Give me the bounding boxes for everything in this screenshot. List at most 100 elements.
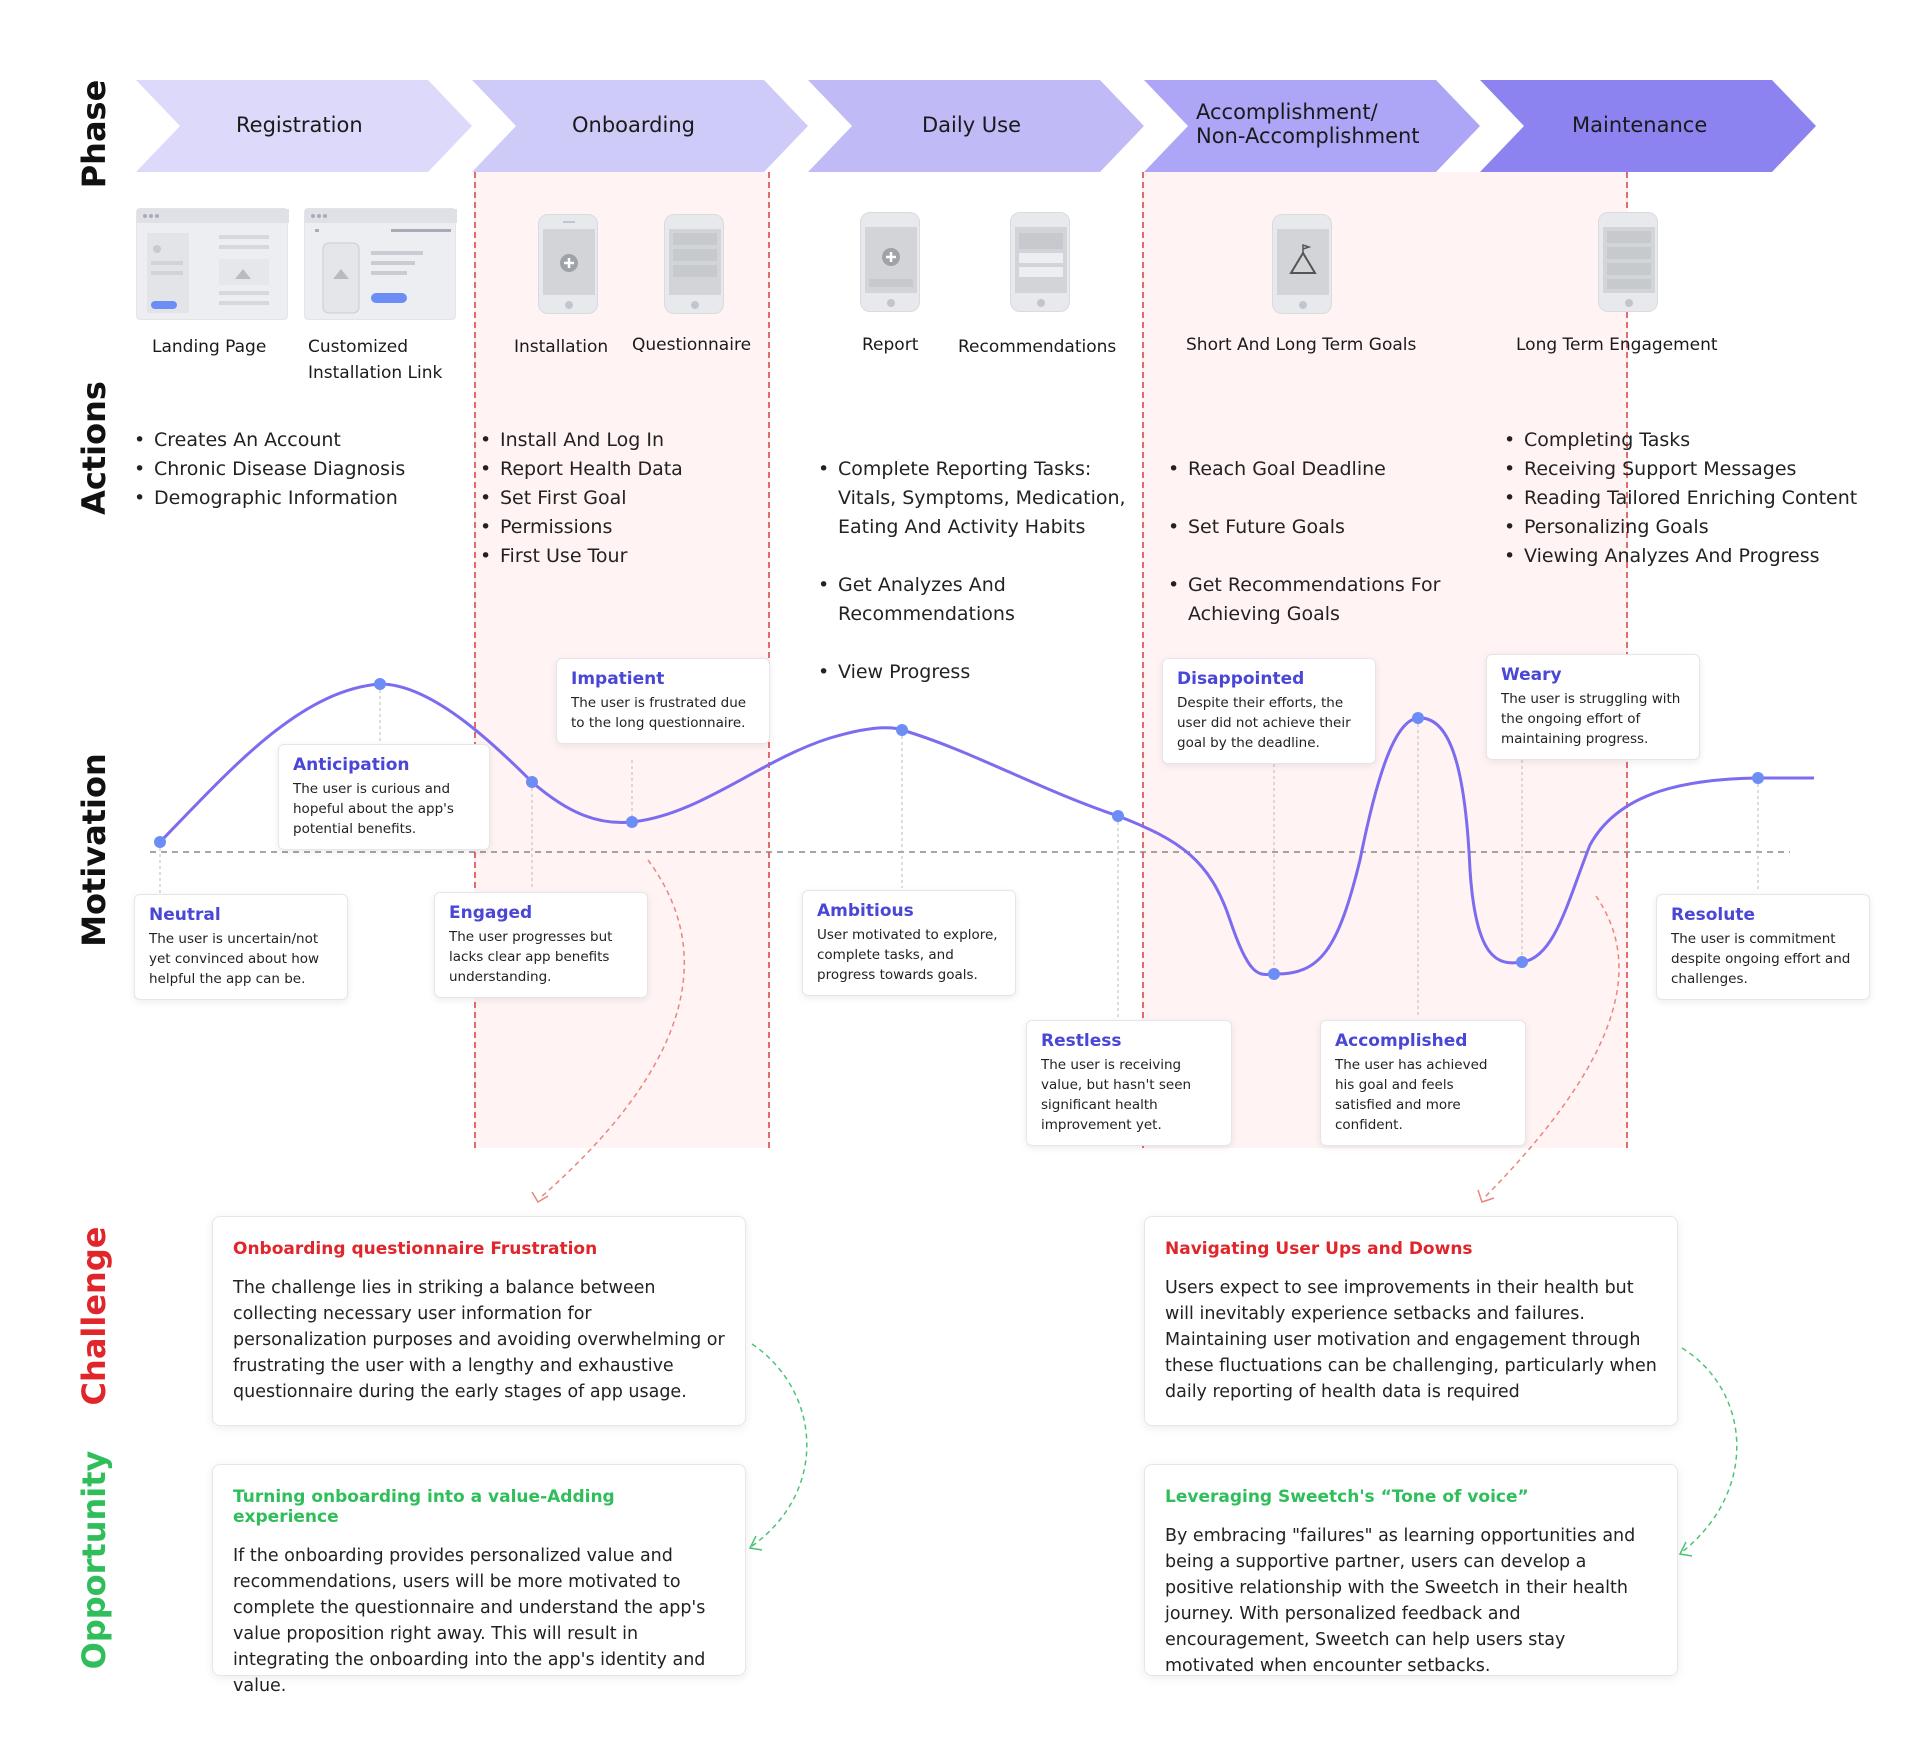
point-ambitious <box>896 724 908 736</box>
opportunity-card-tone-of-voice: Leveraging Sweetch's “Tone of voice” By … <box>1144 1464 1678 1676</box>
emotion-title: Impatient <box>571 669 665 689</box>
emotion-title: Ambitious <box>817 901 914 921</box>
opportunity-arrow-right <box>1681 1347 1738 1553</box>
emotion-card-ambitious: Ambitious User motivated to explore, com… <box>802 890 1016 996</box>
list-item: Completing Tasks <box>1504 426 1857 455</box>
screen-label-installation-link: Customized Installation Link <box>308 337 443 383</box>
phase-label-daily-use: Daily Use <box>922 113 1022 137</box>
questionnaire-phone-icon <box>664 214 724 314</box>
point-restless <box>1112 810 1124 822</box>
list-item: Reading Tailored Enriching Content <box>1504 484 1857 513</box>
point-impatient <box>626 816 638 828</box>
opportunity-title: Leveraging Sweetch's “Tone of voice” <box>1165 1487 1529 1507</box>
emotion-title: Disappointed <box>1177 669 1305 689</box>
point-resolute <box>1752 772 1764 784</box>
list-item: Install And Log In <box>480 426 683 455</box>
point-accomplished <box>1412 712 1424 724</box>
emotion-card-accomplished: Accomplished The user has achieved his g… <box>1320 1020 1526 1146</box>
emotion-title: Neutral <box>149 905 221 925</box>
screen-label-landing-page: Landing Page <box>152 337 267 357</box>
point-weary <box>1516 956 1528 968</box>
phase-label-registration: Registration <box>236 113 363 137</box>
opportunity-arrow-left <box>751 1343 808 1547</box>
list-item: Complete Reporting Tasks: Vitals, Sympto… <box>818 455 1126 542</box>
list-icon <box>1015 227 1067 307</box>
screen-label-installation: Installation <box>514 337 609 357</box>
point-disappointed <box>1268 968 1280 980</box>
emotion-card-restless: Restless The user is receiving value, bu… <box>1026 1020 1232 1146</box>
challenge-title: Onboarding questionnaire Frustration <box>233 1239 598 1259</box>
challenge-title: Navigating User Ups and Downs <box>1165 1239 1473 1259</box>
emotion-title: Anticipation <box>293 755 410 775</box>
list-item: View Progress <box>818 658 1126 687</box>
list-item: First Use Tour <box>480 542 683 571</box>
emotion-description: The user progresses but lacks clear app … <box>449 929 613 985</box>
emotion-description: The user is commitment despite ongoing e… <box>1671 931 1851 987</box>
emotion-title: Engaged <box>449 903 533 923</box>
opportunity-description: If the onboarding provides personalized … <box>233 1546 706 1696</box>
screen-label-engagement: Long Term Engagement <box>1516 335 1718 355</box>
phase-chevron-registration <box>136 80 472 172</box>
emotion-card-engaged: Engaged The user progresses but lacks cl… <box>434 892 648 998</box>
emotion-description: The user is frustrated due to the long q… <box>571 695 747 731</box>
plus-icon <box>865 227 917 307</box>
plus-icon <box>543 221 595 309</box>
emotion-title: Weary <box>1501 665 1562 685</box>
actions-daily-use: Complete Reporting Tasks: Vitals, Sympto… <box>818 426 1126 716</box>
landing-page-thumbnail <box>136 208 289 320</box>
list-item: Get Recommendations For Achieving Goals <box>1168 571 1440 629</box>
list-item: Creates An Account <box>134 426 405 455</box>
emotion-title: Resolute <box>1671 905 1756 925</box>
opportunity-card-onboarding: Turning onboarding into a value-Adding e… <box>212 1464 746 1696</box>
installation-link-thumbnail <box>304 208 457 320</box>
emotion-title: Restless <box>1041 1031 1122 1051</box>
emotion-description: The user is curious and hopeful about th… <box>293 781 454 837</box>
installation-phone-icon <box>538 214 598 314</box>
goals-phone-icon <box>1272 214 1332 314</box>
opportunity-title: Turning onboarding into a value-Adding e… <box>233 1487 615 1527</box>
challenge-arrow-right <box>1483 895 1620 1199</box>
list-item: Receiving Support Messages <box>1504 455 1857 484</box>
point-engaged <box>526 776 538 788</box>
emotion-card-anticipation: Anticipation The user is curious and hop… <box>278 744 490 850</box>
emotion-description: The user is uncertain/not yet convinced … <box>149 931 320 987</box>
actions-registration: Creates An Account Chronic Disease Diagn… <box>134 426 405 513</box>
mountain-flag-icon <box>1277 229 1329 309</box>
phase-chevron-maintenance <box>1480 80 1816 172</box>
phase-label-accomplishment: Accomplishment/ Non-Accomplishment <box>1196 100 1420 149</box>
point-neutral <box>154 836 166 848</box>
emotion-title: Accomplished <box>1335 1031 1468 1051</box>
curve-points <box>154 678 1764 980</box>
point-anticipation <box>374 678 386 690</box>
emotion-card-neutral: Neutral The user is uncertain/not yet co… <box>134 894 348 1000</box>
challenge-card-ups-downs: Navigating User Ups and Downs Users expe… <box>1144 1216 1678 1426</box>
list-item: Get Analyzes And Recommendations <box>818 571 1126 629</box>
emotion-description: The user is struggling with the ongoing … <box>1501 691 1681 747</box>
emotion-description: Despite their efforts, the user did not … <box>1177 695 1351 751</box>
list-item: Permissions <box>480 513 683 542</box>
actions-accomplishment: Reach Goal Deadline Set Future Goals Get… <box>1168 426 1440 658</box>
list-item: Reach Goal Deadline <box>1168 455 1440 484</box>
list-item: Demographic Information <box>134 484 405 513</box>
feed-icon <box>1603 227 1655 307</box>
list-item: Viewing Analyzes And Progress <box>1504 542 1857 571</box>
emotion-card-weary: Weary The user is struggling with the on… <box>1486 654 1700 760</box>
phase-label-onboarding: Onboarding <box>572 113 695 137</box>
emotion-card-resolute: Resolute The user is commitment despite … <box>1656 894 1870 1000</box>
screen-label-recommendations: Recommendations <box>958 337 1117 357</box>
list-item: Report Health Data <box>480 455 683 484</box>
emotion-description: The user is receiving value, but hasn't … <box>1041 1057 1192 1133</box>
emotion-card-disappointed: Disappointed Despite their efforts, the … <box>1162 658 1376 764</box>
challenge-description: Users expect to see improvements in thei… <box>1165 1278 1657 1402</box>
challenge-arrow-left <box>539 859 685 1199</box>
phase-chevron-onboarding <box>472 80 808 172</box>
phase-chevron-accomplishment <box>1144 80 1480 172</box>
phase-chevrons <box>136 80 1816 172</box>
list-item: Personalizing Goals <box>1504 513 1857 542</box>
installation-link-wireframe-icon <box>305 209 457 314</box>
recommendations-phone-icon <box>1010 212 1070 312</box>
list-item: Set Future Goals <box>1168 513 1440 542</box>
landing-page-wireframe-icon <box>137 209 289 313</box>
screen-label-goals: Short And Long Term Goals <box>1186 335 1417 355</box>
